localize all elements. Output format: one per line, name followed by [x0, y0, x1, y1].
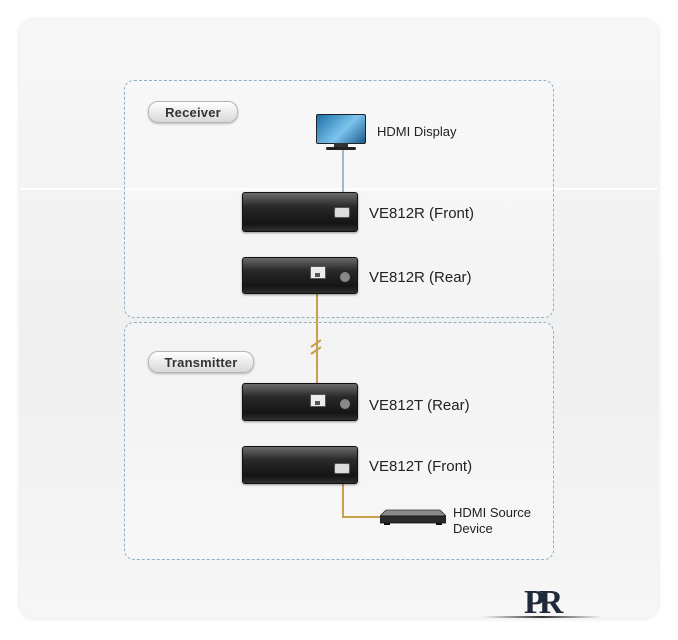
hdmi-display-label: HDMI Display [377, 124, 457, 139]
source-device-icon [380, 509, 446, 525]
monitor-stand [334, 143, 348, 147]
hdmi-source-label-line2: Device [453, 521, 493, 536]
power-port-icon [339, 271, 351, 283]
transmitter-front-label: VE812T (Front) [369, 458, 473, 475]
power-port-icon [339, 398, 351, 410]
source-device-foot-right [436, 523, 442, 525]
hdmi-port-icon [334, 207, 350, 218]
receiver-front-unit [242, 192, 358, 232]
card-sheen [20, 188, 658, 190]
transmitter-group-label: Transmitter [148, 351, 254, 373]
cable-break-mark-1 [310, 339, 322, 348]
source-device-top [380, 509, 446, 517]
receiver-rear-label: VE812R (Rear) [369, 269, 472, 286]
source-device-front [380, 515, 446, 524]
cat-cable [316, 272, 318, 394]
display-cable [342, 150, 344, 202]
monitor-icon [316, 114, 366, 150]
monitor-base [326, 147, 356, 150]
hdmi-source-cable-vertical [342, 470, 344, 518]
transmitter-rear-unit [242, 383, 358, 421]
monitor-screen [316, 114, 366, 144]
source-device-foot-left [384, 523, 390, 525]
rj45-port-icon [310, 266, 326, 279]
logo: PR [524, 584, 563, 621]
transmitter-front-unit [242, 446, 358, 484]
transmitter-rear-label: VE812T (Rear) [369, 397, 470, 414]
logo-underline [482, 616, 602, 618]
receiver-front-label: VE812R (Front) [369, 205, 475, 222]
hdmi-source-cable-horizontal [342, 516, 384, 518]
hdmi-port-icon [334, 463, 350, 474]
cable-break-mark-2 [310, 346, 322, 355]
hdmi-source-label-line1: HDMI Source [453, 505, 532, 520]
receiver-group-label: Receiver [148, 101, 238, 123]
cable-break-icon [310, 339, 322, 355]
receiver-rear-unit [242, 257, 358, 294]
rj45-port-icon [310, 394, 326, 407]
